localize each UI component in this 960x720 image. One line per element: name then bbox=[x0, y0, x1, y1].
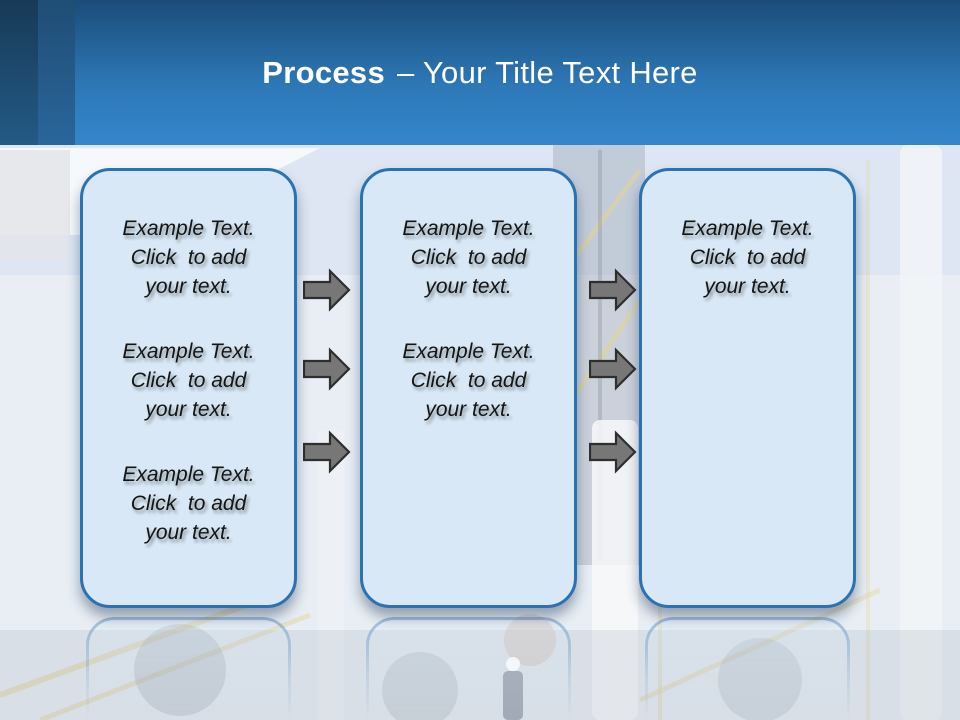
placeholder-paragraph[interactable]: Example Text. Click to add your text. bbox=[83, 337, 294, 424]
placeholder-line: Example Text. bbox=[122, 217, 255, 240]
placeholder-paragraph[interactable]: Example Text. Click to add your text. bbox=[363, 337, 574, 424]
placeholder-line: Example Text. bbox=[681, 217, 814, 240]
placeholder-paragraph[interactable]: Example Text. Click to add your text. bbox=[83, 214, 294, 301]
left-stripe-medium bbox=[38, 0, 75, 145]
placeholder-line: Click to add bbox=[130, 369, 247, 392]
placeholder-line: your text. bbox=[145, 275, 232, 298]
slide-title[interactable]: Process – Your Title Text Here bbox=[75, 0, 885, 145]
placeholder-line: your text. bbox=[425, 275, 512, 298]
header-band bbox=[0, 0, 960, 145]
box-reflection bbox=[86, 617, 291, 720]
placeholder-line: Click to add bbox=[410, 369, 527, 392]
box-reflection bbox=[645, 617, 850, 720]
slide-title-rest: – Your Title Text Here bbox=[397, 54, 698, 90]
placeholder-line: Click to add bbox=[130, 492, 247, 515]
right-arrow-icon bbox=[303, 347, 351, 391]
slide-title-bold: Process bbox=[262, 54, 386, 90]
right-arrow-icon bbox=[589, 430, 637, 474]
right-arrow-icon bbox=[589, 347, 637, 391]
placeholder-line: Example Text. bbox=[402, 217, 535, 240]
placeholder-paragraph[interactable]: Example Text. Click to add your text. bbox=[642, 214, 853, 301]
box-reflection bbox=[366, 617, 571, 720]
placeholder-line: Example Text. bbox=[402, 340, 535, 363]
placeholder-line: Click to add bbox=[410, 246, 527, 269]
placeholder-line: Example Text. bbox=[122, 463, 255, 486]
placeholder-line: Click to add bbox=[689, 246, 806, 269]
process-box-2[interactable]: Example Text. Click to add your text. Ex… bbox=[360, 168, 577, 608]
placeholder-paragraph[interactable]: Example Text. Click to add your text. bbox=[83, 460, 294, 547]
placeholder-line: Example Text. bbox=[122, 340, 255, 363]
right-arrow-icon bbox=[303, 430, 351, 474]
placeholder-line: your text. bbox=[145, 521, 232, 544]
left-stripe-dark bbox=[0, 0, 38, 145]
placeholder-line: Click to add bbox=[130, 246, 247, 269]
placeholder-line: your text. bbox=[425, 398, 512, 421]
right-arrow-icon bbox=[589, 268, 637, 312]
process-box-1[interactable]: Example Text. Click to add your text. Ex… bbox=[80, 168, 297, 608]
process-box-3[interactable]: Example Text. Click to add your text. bbox=[639, 168, 856, 608]
right-arrow-icon bbox=[303, 268, 351, 312]
placeholder-paragraph[interactable]: Example Text. Click to add your text. bbox=[363, 214, 574, 301]
placeholder-line: your text. bbox=[145, 398, 232, 421]
placeholder-line: your text. bbox=[704, 275, 791, 298]
